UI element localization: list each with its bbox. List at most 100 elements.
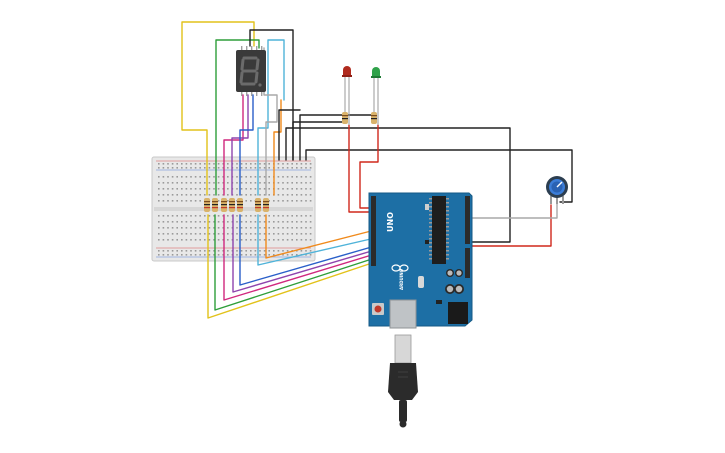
breadboard-hole	[277, 200, 280, 202]
breadboard-hole	[194, 176, 197, 178]
breadboard-hole	[300, 182, 303, 184]
breadboard-hole	[227, 254, 229, 256]
red-led[interactable]	[342, 66, 352, 125]
board-brand-label: ARDUINO	[399, 268, 404, 290]
breadboard-hole	[282, 182, 284, 184]
breadboard-hole	[291, 254, 293, 256]
breadboard-hole	[300, 188, 303, 190]
breadboard-hole	[167, 233, 169, 235]
magenta-wire-bottom	[223, 214, 376, 301]
breadboard-hole	[194, 221, 197, 223]
breadboard-hole	[181, 250, 183, 252]
breadboard-hole	[185, 250, 188, 252]
breadboard-hole	[185, 254, 188, 256]
red-wire-led	[348, 124, 373, 213]
breadboard-resistor[interactable]	[221, 198, 227, 212]
led-resistor-1[interactable]	[342, 112, 348, 124]
breadboard-hole	[259, 167, 261, 169]
breadboard-hole	[286, 167, 289, 169]
green-led[interactable]	[371, 67, 381, 125]
breadboard-hole	[296, 188, 298, 190]
usb-cable[interactable]	[388, 334, 418, 428]
breadboard-hole	[204, 221, 206, 223]
breadboard-hole	[222, 182, 224, 184]
breadboard-hole	[300, 176, 303, 178]
breadboard-hole	[158, 254, 160, 256]
breadboard-hole	[305, 254, 307, 256]
breadboard-hole	[259, 250, 261, 252]
breadboard-hole	[208, 250, 211, 252]
breadboard-hole	[176, 250, 178, 252]
breadboard-hole	[167, 167, 169, 169]
breadboard-resistor[interactable]	[212, 198, 218, 212]
breadboard-hole	[213, 176, 215, 178]
breadboard-hole	[286, 182, 289, 184]
breadboard-hole	[194, 239, 197, 241]
breadboard-hole	[259, 239, 261, 241]
breadboard-resistor[interactable]	[255, 198, 261, 212]
breadboard-hole	[259, 227, 261, 229]
breadboard-hole	[236, 221, 238, 223]
breadboard-hole	[162, 233, 165, 235]
breadboard-hole	[213, 182, 215, 184]
breadboard-hole	[158, 188, 160, 190]
breadboard-hole	[250, 176, 252, 178]
breadboard-hole	[204, 182, 206, 184]
breadboard-hole	[227, 176, 229, 178]
breadboard-hole	[190, 221, 192, 223]
breadboard-hole	[282, 239, 284, 241]
breadboard-hole	[167, 221, 169, 223]
breadboard-hole	[217, 163, 220, 165]
breadboard-hole	[277, 233, 280, 235]
breadboard-resistor[interactable]	[263, 198, 269, 212]
breadboard-hole	[171, 254, 174, 256]
breadboard-hole	[236, 163, 238, 165]
chip-pin	[429, 246, 432, 248]
breadboard-hole	[227, 188, 229, 190]
chip-pin	[429, 234, 432, 236]
breadboard-hole	[296, 200, 298, 202]
breadboard-hole	[158, 215, 160, 217]
breadboard-hole	[305, 239, 307, 241]
breadboard-hole	[162, 194, 165, 196]
breadboard-hole	[268, 254, 270, 256]
breadboard-hole	[217, 188, 220, 190]
breadboard-hole	[305, 163, 307, 165]
breadboard-hole	[277, 167, 280, 169]
breadboard-hole	[199, 221, 201, 223]
breadboard-hole	[217, 215, 220, 217]
breadboard-hole	[236, 194, 238, 196]
breadboard-hole	[222, 221, 224, 223]
breadboard-hole	[296, 227, 298, 229]
breadboard-hole	[158, 167, 160, 169]
breadboard-hole	[259, 221, 261, 223]
breadboard-hole	[309, 194, 312, 196]
breadboard-hole	[263, 188, 266, 190]
seven-segment-display[interactable]: 8.	[0, 0, 266, 96]
breadboard-hole	[217, 200, 220, 202]
breadboard-hole	[176, 233, 178, 235]
breadboard-resistor[interactable]	[237, 198, 243, 212]
breadboard-hole	[268, 233, 270, 235]
breadboard-hole	[300, 200, 303, 202]
potentiometer[interactable]	[546, 176, 568, 204]
breadboard-hole	[171, 194, 174, 196]
breadboard-hole	[199, 176, 201, 178]
breadboard-hole	[162, 188, 165, 190]
breadboard-hole	[190, 182, 192, 184]
breadboard-resistor[interactable]	[229, 198, 235, 212]
breadboard-hole	[204, 163, 206, 165]
breadboard-hole	[254, 163, 257, 165]
chip-pin	[429, 202, 432, 204]
breadboard-hole	[213, 167, 215, 169]
breadboard-resistor[interactable]	[204, 198, 210, 212]
led-resistor-2[interactable]	[371, 112, 377, 124]
breadboard-hole	[162, 254, 165, 256]
breadboard-hole	[286, 254, 289, 256]
gray-wire-pot	[471, 199, 558, 219]
breadboard-hole	[245, 176, 247, 178]
breadboard-hole	[162, 221, 165, 223]
arduino-uno-board[interactable]: UNO ARDUINO	[368, 192, 473, 329]
breadboard-hole	[222, 227, 224, 229]
chip-pin	[429, 222, 432, 224]
